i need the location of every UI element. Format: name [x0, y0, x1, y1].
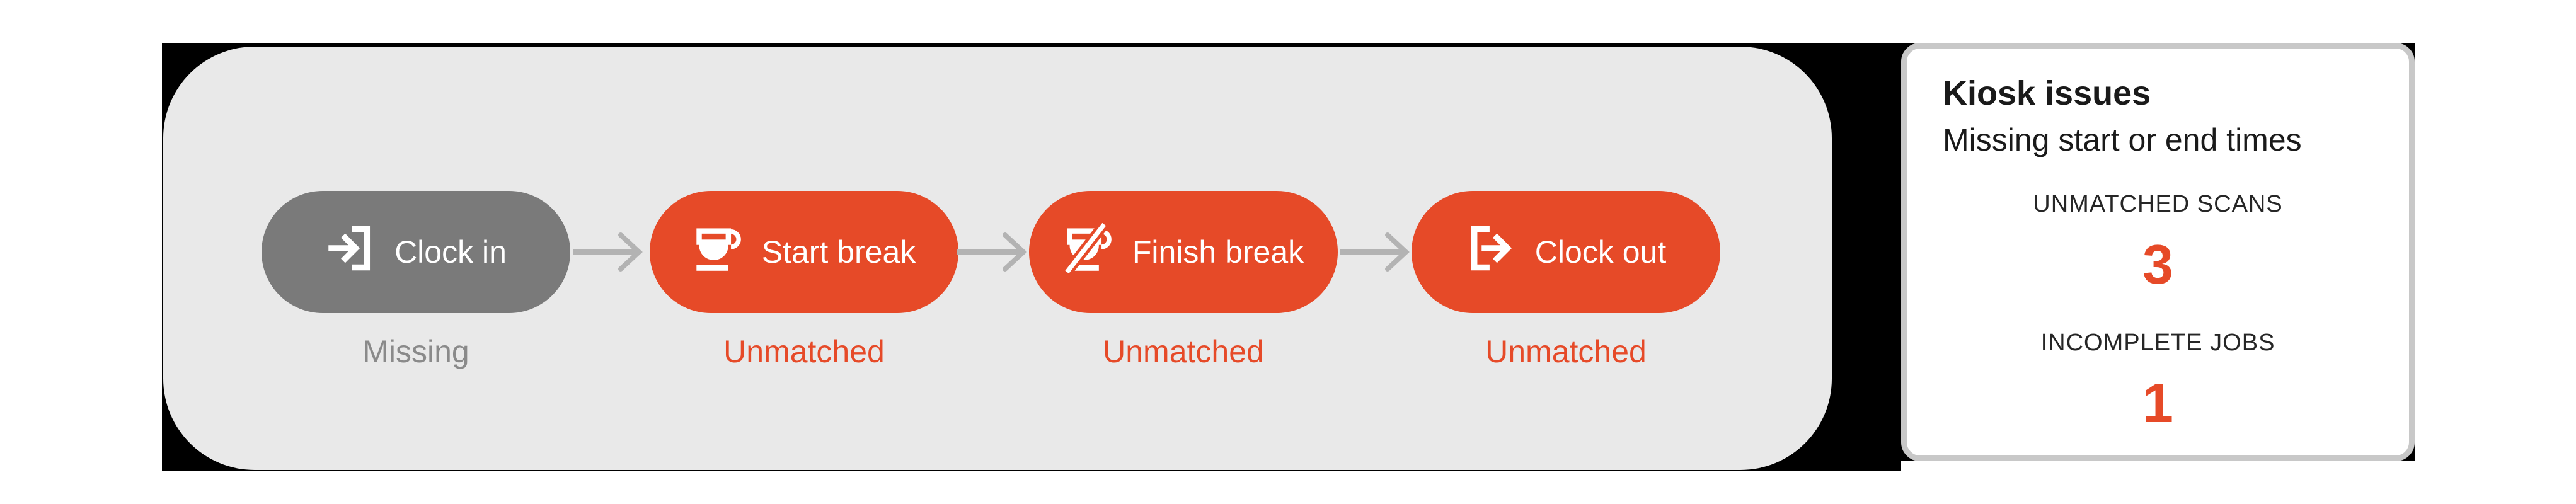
unmatched-scans-value: 3 — [2142, 233, 2173, 295]
flow-arrow-icon — [573, 227, 646, 277]
clock-out-icon — [1466, 223, 1516, 281]
flow-arrow-icon — [957, 227, 1030, 277]
flow-arrow-icon — [1340, 227, 1413, 277]
unmatched-scans-label: UNMATCHED SCANS — [2033, 191, 2283, 217]
step-finish-break[interactable]: Finish break — [1029, 191, 1338, 313]
step-clock-out[interactable]: Clock out — [1412, 191, 1720, 313]
step-label: Start break — [761, 234, 916, 270]
step-status-unmatched: Unmatched — [723, 334, 885, 369]
clock-in-icon — [325, 223, 376, 281]
step-clock-in[interactable]: Clock in — [262, 191, 570, 313]
step-label: Clock in — [394, 234, 507, 270]
step-status-unmatched: Unmatched — [1103, 334, 1264, 369]
step-label: Clock out — [1534, 234, 1667, 270]
kiosk-issues-card: Kiosk issues Missing start or end times … — [1901, 43, 2415, 461]
incomplete-jobs-value: 1 — [2142, 372, 2173, 434]
step-start-break[interactable]: Start break — [650, 191, 958, 313]
step-status-unmatched: Unmatched — [1485, 334, 1647, 369]
step-status-missing: Missing — [362, 334, 469, 369]
kiosk-card-subtitle: Missing start or end times — [1943, 122, 2302, 158]
finish-break-icon — [1062, 220, 1113, 281]
incomplete-jobs-label: INCOMPLETE JOBS — [2040, 329, 2275, 356]
kiosk-card-title: Kiosk issues — [1943, 74, 2151, 112]
step-label: Finish break — [1132, 234, 1304, 270]
start-break-icon — [693, 223, 743, 281]
